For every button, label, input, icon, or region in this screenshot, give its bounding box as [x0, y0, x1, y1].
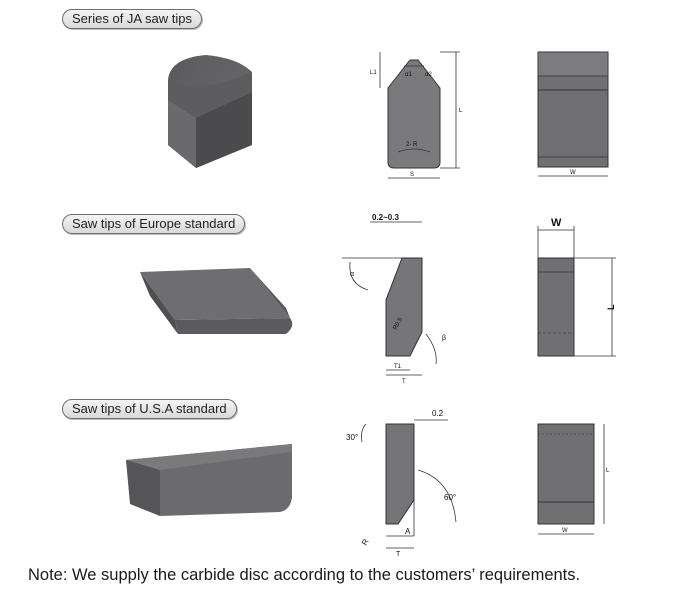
- section-title-ja: Series of JA saw tips: [62, 9, 202, 29]
- europe-r-label: R0.5: [393, 316, 405, 331]
- europe-L-label: L: [606, 304, 616, 310]
- section-title-usa: Saw tips of U.S.A standard: [62, 399, 237, 419]
- usa-t-label: T: [396, 551, 401, 558]
- usa-r-label: R: [360, 537, 371, 547]
- ja-s-label: S: [410, 172, 414, 178]
- usa-L-label: L: [606, 468, 610, 474]
- usa-a-label: A: [405, 527, 411, 536]
- europe-top-label: 0.2~0.3: [372, 213, 399, 222]
- ja-a1-label: α1: [405, 72, 412, 78]
- ja-r-label: 2- R: [406, 142, 418, 148]
- usa-tip-3d: [126, 444, 292, 516]
- usa-a30-label: 30°: [346, 433, 358, 442]
- usa-top-label: 0.2: [432, 409, 444, 418]
- europe-t-label: T: [402, 379, 406, 385]
- ja-L-label: L: [459, 108, 463, 114]
- usa-w-label: W: [562, 528, 568, 534]
- supply-note: Note: We supply the carbide disc accordi…: [28, 566, 581, 584]
- ja-tip-3d: [168, 55, 252, 168]
- ja-side-drawing: W: [537, 51, 609, 177]
- usa-side-drawing: W L: [537, 423, 610, 535]
- europe-front-drawing: 0.2~0.3 α R0.5 β T1 T: [342, 213, 446, 385]
- usa-a60-label: 60°: [444, 493, 456, 502]
- europe-t1-label: T1: [394, 364, 402, 370]
- ja-w-label: W: [570, 170, 576, 176]
- ja-a2-label: α2: [425, 72, 432, 78]
- usa-front-drawing: 0.2 30° 60° R A T: [346, 409, 457, 558]
- ja-l1-label: L1: [370, 70, 377, 76]
- section-title-europe: Saw tips of Europe standard: [62, 214, 246, 234]
- ja-front-drawing: L1 α1 α2 L 2- R S: [370, 51, 463, 179]
- europe-w-label: W: [551, 217, 562, 229]
- europe-side-drawing: W L: [537, 217, 616, 357]
- europe-beta-label: β: [442, 335, 446, 342]
- europe-tip-3d: [140, 268, 293, 334]
- europe-alpha-label: α: [350, 271, 354, 278]
